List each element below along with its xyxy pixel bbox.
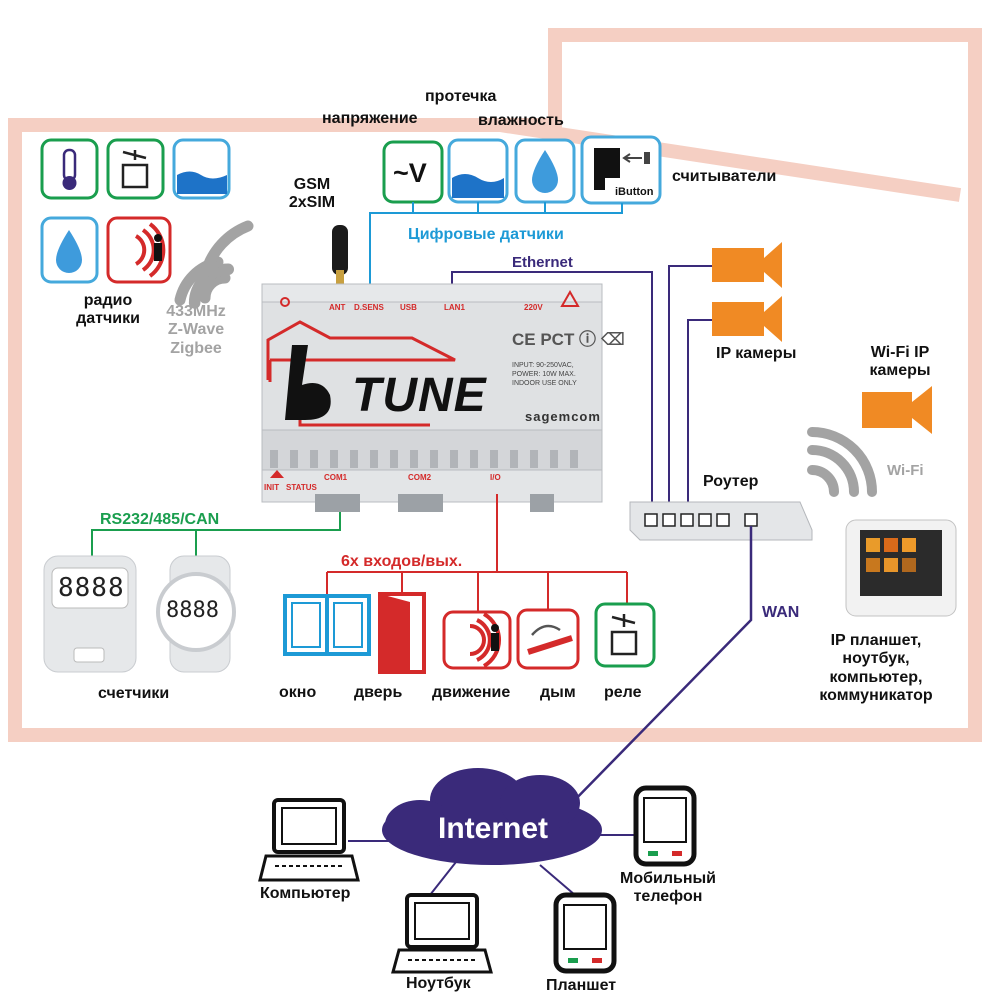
radio-protocols-label: 433MHz Z-Wave Zigbee [166,303,226,357]
internet-links [348,834,636,896]
meter-display-2: 8888 [166,598,219,623]
router-icon [629,501,813,541]
gsm-antenna-icon [332,225,348,290]
meter-1 [43,555,137,673]
ibutton-label: iButton [615,186,654,198]
camera-line-2 [687,319,712,518]
humidity-label: влажность [478,112,564,129]
wan-line [564,526,753,811]
ip-camera-icon-2 [712,296,782,342]
radio-sensors-label: радио датчики [76,292,140,328]
computer-label: Компьютер [260,885,351,902]
rs-bus-label: RS232/485/CAN [100,511,220,528]
port-usb: USB [400,303,417,312]
port-lan1: LAN1 [444,303,465,312]
humidity-tile [514,138,576,204]
wifi-label: Wi-Fi [887,462,924,479]
digital-bus-lines [369,202,623,294]
voltage-symbol: ~V [393,158,427,188]
gsm-label: GSM 2xSIM [288,176,336,212]
device-specs: INPUT: 90-250VAC, POWER: 10W MAX. INDOOR… [512,362,577,387]
device-marks: CE PCT ⓘ ⌫ [512,330,625,349]
router-label: Роутер [703,473,759,490]
window-icon [283,594,371,656]
io-bus-label: 6х входов/вых. [341,553,463,570]
leak-tile-radio [172,138,231,200]
ip-cameras-label: IP камеры [716,345,797,362]
radio-waves-icon [174,220,254,309]
wifi-camera-icon [862,386,932,434]
port-com1: COM1 [324,473,348,482]
humidity-tile-radio [40,216,99,284]
computer-icon [258,798,360,882]
controller-device [261,283,603,512]
house-roof [15,118,962,202]
leak-tile [447,138,509,204]
motion-tile-radio [106,216,172,284]
device-brand: TUNE [352,369,487,422]
tablet-bottom-label: Планшет [546,977,617,994]
status-label: STATUS [286,483,317,492]
door-label: дверь [354,684,403,701]
wan-label: WAN [762,604,800,621]
relay-tile [106,138,165,200]
tablet-label: IP планшет, ноутбук, компьютер, коммуник… [819,632,933,705]
ibutton-tile [580,135,662,205]
relay-tile-io [594,602,656,668]
rs-bus-line [91,512,341,556]
voltage-label: напряжение [322,110,418,127]
port-dsens: D.SENS [354,303,384,312]
ip-camera-icon-1 [712,242,782,288]
mobile-tablet-icon [553,892,617,974]
wifi-waves-icon [807,427,877,497]
init-label: INIT [264,483,280,492]
meter-2 [156,555,236,673]
port-com2: COM2 [408,473,432,482]
internet-label: Internet [438,812,549,845]
laptop-icon [391,893,493,974]
wifi-cameras-label: Wi-Fi IP камеры [869,344,931,380]
thermometer-tile [40,138,99,200]
port-220v: 220V [524,303,543,312]
readers-label: считыватели [672,168,777,185]
motion-tile [442,610,512,670]
io-bus-line [326,494,628,612]
relay-label: реле [604,684,642,701]
port-io: I/O [490,473,501,482]
window-label: окно [279,684,317,701]
ethernet-label: Ethernet [512,254,573,271]
smoke-label: дым [540,684,576,701]
port-ant: ANT [329,303,346,312]
internet-cloud-icon [382,768,602,865]
device-maker: sagemcom [525,409,601,424]
door-icon [378,592,426,674]
meter-display-1: 8888 [58,573,125,603]
phone-icon [633,785,697,867]
laptop-label: Ноутбук [406,975,471,992]
tablet-device-icon [845,519,957,617]
phone-label: Мобильный телефон [620,870,716,906]
motion-label: движение [432,684,511,701]
leak-label: протечка [425,88,497,105]
meters-label: счетчики [98,685,170,702]
smoke-tile [516,608,580,670]
camera-line-1 [668,265,712,518]
ethernet-line [451,271,653,518]
digital-sensors-label: Цифровые датчики [408,226,564,243]
